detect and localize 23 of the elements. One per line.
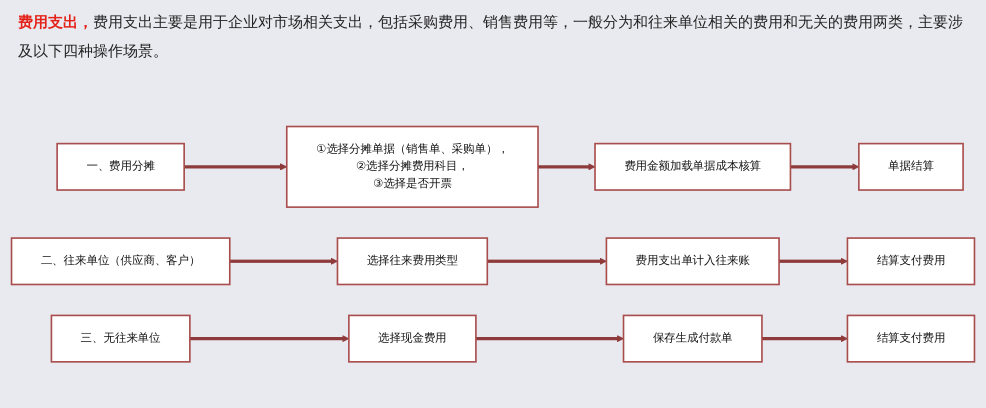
arrow (538, 163, 596, 170)
node-box (846, 314, 976, 362)
node-box (10, 237, 231, 286)
node-box (606, 237, 780, 286)
node-box (56, 142, 185, 191)
arrow (184, 163, 288, 170)
arrow (190, 334, 350, 342)
arrow (476, 334, 624, 342)
arrow (487, 258, 607, 265)
node-box (336, 237, 488, 286)
arrow (762, 334, 848, 342)
node-box (348, 314, 477, 362)
node-box (50, 314, 191, 362)
node-box (846, 237, 976, 286)
arrow (230, 258, 338, 265)
intro-paragraph: 费用支出，费用支出主要是用于企业对市场相关支出，包括采购费用、销售费用等，一般分为和往来单位相关的费用和无关的费用两类，主要涉及以下四种操作场景。 (18, 12, 964, 62)
node-box (594, 142, 792, 191)
arrow (779, 258, 848, 265)
node-box (622, 314, 763, 362)
node-box (858, 142, 964, 191)
node-box (286, 126, 539, 208)
arrow (790, 163, 860, 170)
flowchart: 一、费用分摊 ①选择分摊单据（销售单、采购单）， ②选择分摊费用科目， ③选择是否开票 费用金额加载单据成本核算 单据结算 二、往来单位（供应商、客户） 选择往来费用类型 费用支出单计入往来账 结算支付费用 三、无往来单位 选择现金费用 保存生成付款单 结算支付费用 (5, 120, 981, 368)
